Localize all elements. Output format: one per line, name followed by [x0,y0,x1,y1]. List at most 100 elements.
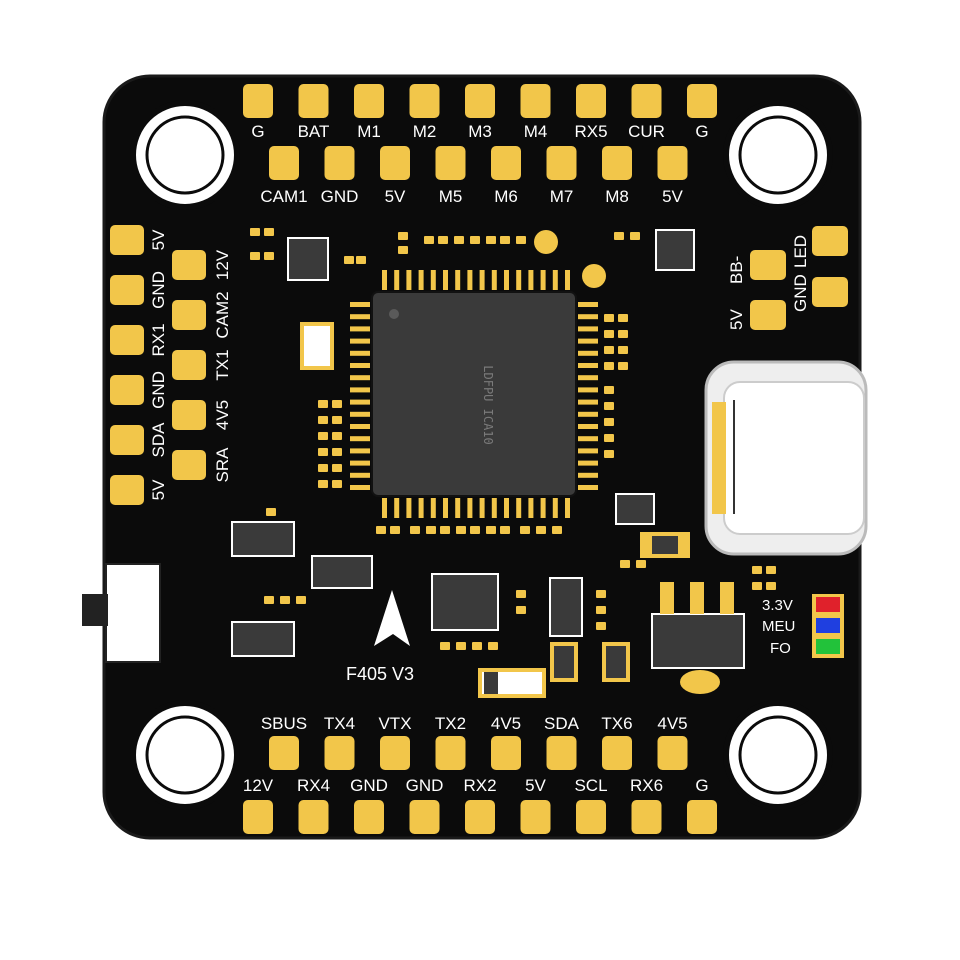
top-row1-pad-0 [243,84,273,118]
mcu-pin [565,498,570,518]
pad-bb [750,250,786,280]
smd-capacitor [486,236,496,244]
smd-capacitor [636,560,646,568]
top-row1-label-2: M1 [357,122,381,141]
mcu-pin [479,270,485,290]
top-row1-label-4: M3 [468,122,492,141]
mcu-pin [578,485,598,490]
mounting-hole-bl [130,700,240,810]
mounting-hole-br [723,700,833,810]
smd-capacitor [516,606,526,614]
bottom-row1-pad-6 [602,736,632,770]
smd-capacitor [426,526,436,534]
mcu-pin [455,270,461,290]
mcu-pin [578,436,598,442]
mcu-pin [350,424,370,429]
mcu-pin [455,498,461,518]
mcu-pin [491,270,497,290]
smd-capacitor [376,526,386,534]
bottom-row1-label-4: 4V5 [491,714,521,733]
smd-capacitor [752,582,762,590]
mcu-pin [578,338,598,344]
mcu-pin [350,411,370,417]
mcu-pin [350,350,370,356]
smd-capacitor [332,448,342,456]
smd-capacitor [264,596,274,604]
smd-capacitor [264,228,274,236]
smd-capacitor [318,464,328,472]
usb-c-port[interactable] [704,360,868,556]
bottom-row2-pad-0 [243,800,273,834]
bottom-row2-label-4: RX2 [463,776,496,795]
smd-capacitor [752,566,762,574]
mcu-pin [578,460,598,466]
smd-capacitor [618,330,628,338]
left-outer-label-2: RX1 [149,323,168,356]
smd-capacitor [596,590,606,598]
mcu-pin [406,498,412,518]
left-outer-pad-3 [110,375,144,405]
led-3v3 [816,597,840,612]
smd-capacitor [618,314,628,322]
smd-capacitor [332,432,342,440]
smd-capacitor [520,526,530,534]
top-row2-pad-4 [491,146,521,180]
left-pads [110,225,206,505]
bottom-row1-pad-7 [657,736,688,770]
boot-switch[interactable] [82,563,161,663]
top-row2-label-0: CAM1 [260,187,307,206]
mcu-pin [504,498,509,518]
top-row2-pad-1 [324,146,355,180]
smd-capacitors [250,228,776,650]
bottom-row1-pad-2 [380,736,410,770]
bottom-row2-label-1: RX4 [297,776,330,795]
smd-capacitor [318,448,328,456]
mcu-pin [350,314,370,320]
mcu-pin [443,270,448,290]
label-led: LED [791,235,810,268]
smd-capacitor [488,642,498,650]
mcu-pin [350,375,370,381]
smd-capacitor [332,416,342,424]
led-label-fo: FO [770,640,791,657]
left-outer-label-1: GND [149,271,168,309]
direction-arrow-icon [374,590,410,646]
mcu-pin [418,270,424,290]
smd-capacitor [318,480,328,488]
mcu-pin [406,270,412,290]
smd-capacitor [332,400,342,408]
top-row1-pad-2 [354,84,384,118]
mcu-pin [350,472,370,478]
smd-capacitor [596,606,606,614]
smd-capacitor [318,432,328,440]
smd-capacitor [536,526,546,534]
top-row1-pad-1 [298,84,329,118]
top-row1-pad-3 [409,84,440,118]
label-bb: BB- [727,256,746,284]
mcu-pin [578,326,598,332]
mcu-pin [382,270,387,290]
top-row2-label-2: 5V [385,187,406,206]
top-row2-pad-2 [380,146,410,180]
led-label-3v3: 3.3V [762,597,793,614]
mcu-pin [504,270,509,290]
smd-capacitor [500,526,510,534]
mcu-pin [552,498,558,518]
mcu-pin [578,411,598,417]
mcu-chip: LDFPU ICA10 [350,270,598,518]
smd-capacitor [454,236,464,244]
mcu-pin [350,338,370,344]
top-row1-label-3: M2 [413,122,437,141]
top-row2-pad-5 [546,146,577,180]
mcu-pin [350,387,370,393]
left-inner-pad-2 [172,350,206,380]
top-row2-label-5: M7 [550,187,574,206]
top-row2-label-7: 5V [662,187,683,206]
mcu-pin [578,350,598,356]
smd-capacitor [604,450,614,458]
smd-capacitor [604,330,614,338]
bottom-row2-label-6: SCL [574,776,607,795]
